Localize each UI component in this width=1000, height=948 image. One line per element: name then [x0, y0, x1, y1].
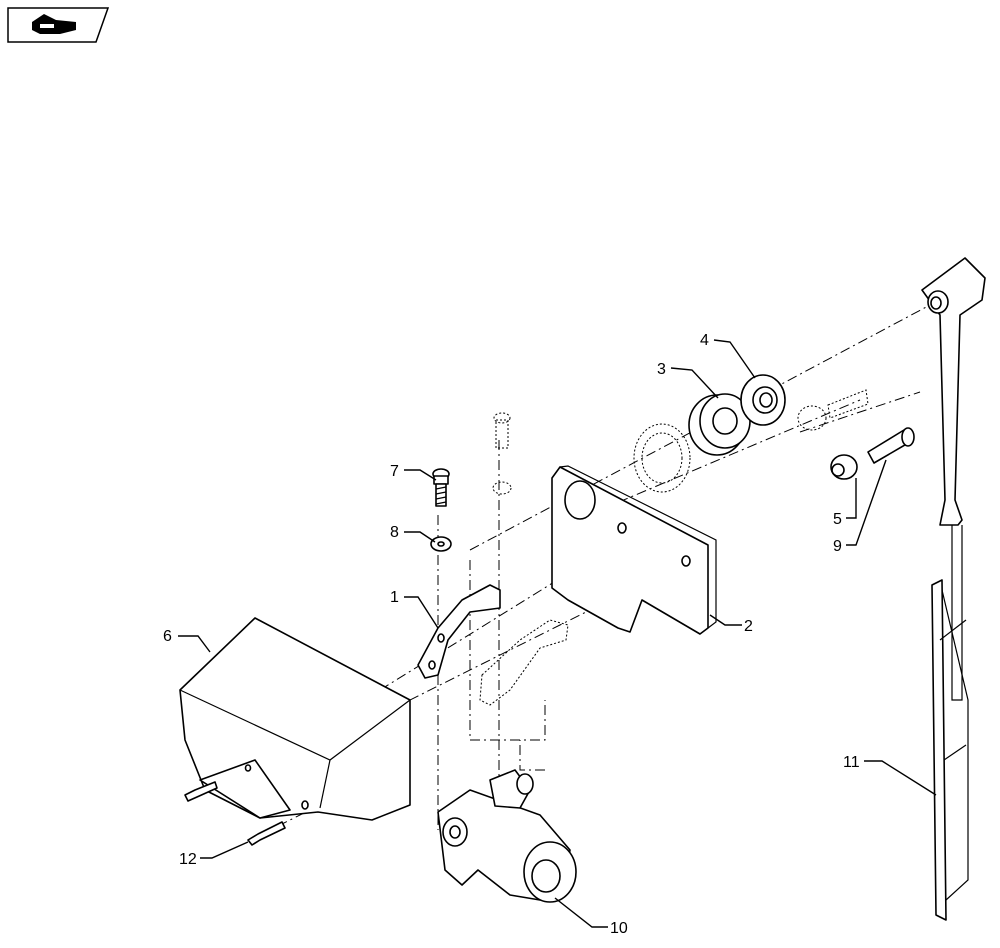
- callout-8: 8: [390, 524, 399, 541]
- phantom-screw: [492, 412, 512, 495]
- linkage-phantom: [479, 619, 569, 706]
- bolt-9: [867, 427, 915, 464]
- phantom-nut: [797, 389, 869, 431]
- wiper-motor: [437, 769, 577, 903]
- washer-8: [430, 536, 452, 552]
- washer-4: [740, 374, 786, 426]
- wiper-blade: [931, 579, 969, 921]
- screw-7: [432, 468, 450, 507]
- callout-10: 10: [610, 920, 628, 937]
- callout-6: 6: [163, 628, 172, 645]
- callout-labels: 1 2 3 4 5 6 7 8 9 10 11 12: [163, 332, 860, 937]
- callout-9: 9: [833, 538, 842, 555]
- cover-screw-upper: [184, 781, 218, 802]
- bracket: [417, 584, 501, 679]
- wiper-arm: [921, 257, 986, 701]
- callout-5: 5: [833, 511, 842, 528]
- callout-3: 3: [657, 361, 666, 378]
- mounting-plate: [551, 465, 717, 635]
- callout-4: 4: [700, 332, 709, 349]
- callout-12: 12: [179, 851, 197, 868]
- leader-lines: [178, 339, 937, 928]
- cover: [179, 617, 411, 821]
- phantom-disc: [633, 423, 691, 493]
- hand-pointer-icon: [32, 14, 76, 34]
- callout-11: 11: [843, 754, 860, 771]
- nav-badge[interactable]: [7, 7, 110, 43]
- callout-7: 7: [390, 463, 399, 480]
- nut-5: [830, 454, 858, 480]
- screw-12: [247, 821, 286, 846]
- callout-1: 1: [390, 589, 399, 606]
- callout-2: 2: [744, 618, 753, 635]
